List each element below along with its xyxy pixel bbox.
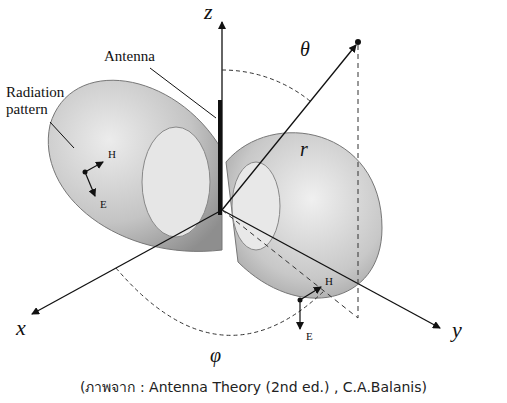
angle-label: θ [300, 38, 310, 60]
y-axis [222, 210, 440, 328]
theta-arc [222, 70, 310, 101]
axis-label: y [452, 318, 462, 342]
right-lobe [226, 133, 382, 298]
projection-line [222, 210, 358, 318]
field-label: E [306, 330, 313, 342]
angle-label: φ [210, 344, 221, 366]
axis-label: x [16, 316, 26, 340]
field-label: H [325, 275, 333, 287]
left-lobe [48, 80, 222, 251]
r-vector [222, 45, 356, 210]
part-label: Radiation pattern [6, 84, 78, 117]
figure-caption: (ภาพจาก : Antenna Theory (2nd ed.) , C.A… [0, 376, 507, 398]
vector-label: r [300, 138, 308, 160]
field-label: H [108, 148, 116, 160]
leader-line [50, 122, 74, 148]
leader-line [150, 68, 216, 118]
point [355, 39, 361, 45]
part-label: Antenna [104, 48, 155, 65]
lobe-hole [142, 127, 210, 237]
h-vector [85, 162, 103, 172]
x-axis [32, 210, 222, 314]
e-vector [85, 172, 95, 196]
phi-arc [116, 268, 324, 335]
axis-label: z [204, 0, 213, 24]
e-vector [299, 300, 300, 329]
projection-line [358, 45, 359, 318]
antenna-element [218, 100, 222, 215]
h-vector [300, 287, 321, 300]
field-label: E [100, 198, 107, 210]
